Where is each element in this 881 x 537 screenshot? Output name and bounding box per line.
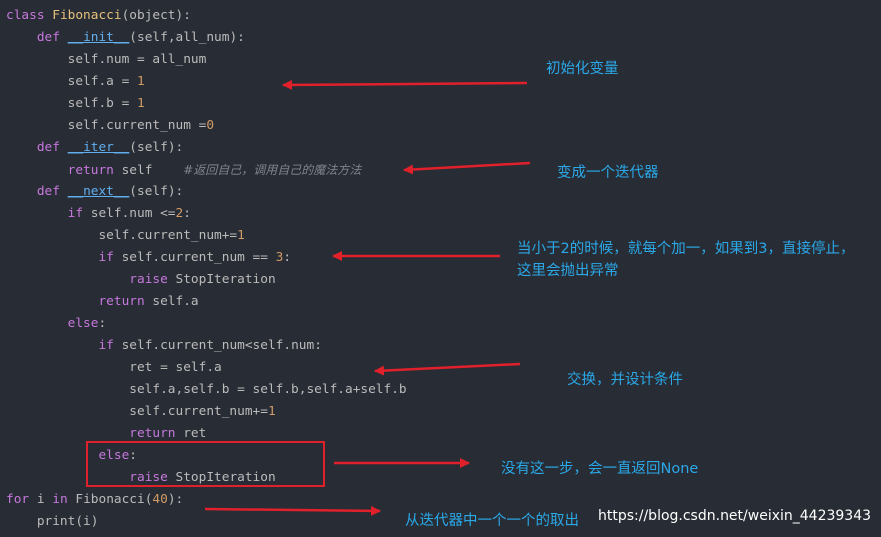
code-token: (self): <box>129 184 184 199</box>
code-token: __init__ <box>67 30 130 45</box>
code-token: self.current_num = <box>6 118 207 133</box>
code-token: else <box>67 316 99 331</box>
code-token: (object): <box>121 8 191 23</box>
code-token: 40 <box>152 492 168 507</box>
arrow-6 <box>204 505 381 516</box>
code-line: if self.num <=2: <box>6 203 407 225</box>
code-token: 2 <box>175 206 184 221</box>
code-line: else: <box>6 445 407 467</box>
code-token: class <box>6 8 53 23</box>
code-token: ret = self.a <box>6 360 222 375</box>
code-line: self.a,self.b = self.b,self.a+self.b <box>6 379 407 401</box>
code-line: def __next__(self): <box>6 181 407 203</box>
code-line: self.current_num+=1 <box>6 401 407 423</box>
code-token: 1 <box>267 404 276 419</box>
annotation-swap-values: 交换，并设计条件 <box>567 372 683 388</box>
code-token: def <box>36 30 68 45</box>
code-token: ): <box>167 492 184 507</box>
code-token: self.current_num+= <box>6 228 238 243</box>
code-line: class Fibonacci(object): <box>6 5 407 27</box>
code-line: return ret <box>6 423 407 445</box>
code-line: ret = self.a <box>6 357 407 379</box>
code-token: return <box>98 294 153 309</box>
code-line: print(i) <box>6 511 407 533</box>
code-token: : <box>183 206 191 221</box>
annotation-take-one-by-one: 从迭代器中一个一个的取出 <box>405 513 579 529</box>
code-token: Fibonacci( <box>75 492 153 507</box>
code-token: def <box>36 140 68 155</box>
code-line: self.b = 1 <box>6 93 407 115</box>
code-token: self.b = <box>6 96 137 111</box>
code-token: (self,all_num): <box>129 30 245 45</box>
code-token: Fibonacci <box>52 8 122 23</box>
arrow-2 <box>403 161 531 175</box>
code-line: if self.current_num<self.num: <box>6 335 407 357</box>
arrow-4 <box>374 362 521 376</box>
code-line: raise StopIteration <box>6 269 407 291</box>
annotation-become-iterator: 变成一个迭代器 <box>557 165 659 181</box>
code-token: self.a <box>152 294 199 309</box>
code-token: __iter__ <box>67 140 130 155</box>
arrow-1 <box>282 79 528 90</box>
code-comment: #返回自己，调用自己的魔法方法 <box>183 163 362 177</box>
watermark-url: https://blog.csdn.net/weixin_44239343 <box>598 508 872 524</box>
code-line: self.num = all_num <box>6 49 407 71</box>
code-line: for i in Fibonacci(40): <box>6 489 407 511</box>
code-line: def __iter__(self): <box>6 137 407 159</box>
code-line: return self.a <box>6 291 407 313</box>
code-token: if <box>98 338 122 353</box>
code-token: raise <box>129 470 176 485</box>
code-line: self.current_num =0 <box>6 115 407 137</box>
code-token: : <box>129 448 137 463</box>
code-token: (self): <box>129 140 184 155</box>
code-token: 3 <box>275 250 284 265</box>
code-line: self.a = 1 <box>6 71 407 93</box>
code-line: raise StopIteration <box>6 467 407 489</box>
code-token: raise <box>129 272 176 287</box>
code-token: self.a,self.b = self.b,self.a+self.b <box>6 382 407 397</box>
code-token: 1 <box>136 74 145 89</box>
code-line: if self.current_num == 3: <box>6 247 407 269</box>
code-token: if <box>67 206 91 221</box>
code-line: self.current_num+=1 <box>6 225 407 247</box>
code-token: 0 <box>206 118 215 133</box>
code-line: else: <box>6 313 407 335</box>
annotation-init-variables: 初始化变量 <box>546 61 619 77</box>
code-token: def <box>36 184 68 199</box>
code-token: return <box>129 426 184 441</box>
code-token: i <box>36 492 53 507</box>
code-token: for <box>6 492 37 507</box>
code-token: : <box>283 250 292 265</box>
code-token: StopIteration <box>175 272 276 287</box>
code-token: self.current_num == <box>121 250 276 265</box>
annotation-returns-none: 没有这一步，会一直返回None <box>501 461 699 477</box>
code-token: in <box>52 492 76 507</box>
code-token: __next__ <box>67 184 130 199</box>
code-block: class Fibonacci(object): def __init__(se… <box>6 5 407 533</box>
code-token: self.num <= <box>90 206 176 221</box>
code-token: 1 <box>237 228 245 243</box>
code-token: return <box>67 163 122 178</box>
code-line: return self #返回自己，调用自己的魔法方法 <box>6 159 407 181</box>
code-token: self <box>121 163 184 178</box>
code-token: if <box>98 250 122 265</box>
code-token: : <box>98 316 107 331</box>
code-token: self.num = all_num <box>6 52 207 67</box>
code-line: def __init__(self,all_num): <box>6 27 407 49</box>
code-token: print(i) <box>6 514 99 529</box>
code-token: 1 <box>136 96 145 111</box>
code-token: ret <box>183 426 207 441</box>
code-token: else <box>98 448 130 463</box>
annotation-stop-condition: 当小于2的时候，就每个加一，如果到3，直接停止，这里会抛出异常 <box>517 241 855 279</box>
code-token: self.current_num<self.num: <box>121 338 322 353</box>
code-token: self.a = <box>6 74 137 89</box>
code-token: StopIteration <box>175 470 276 485</box>
code-token: self.current_num+= <box>6 404 268 419</box>
else-branch-highlight-box <box>86 441 325 487</box>
